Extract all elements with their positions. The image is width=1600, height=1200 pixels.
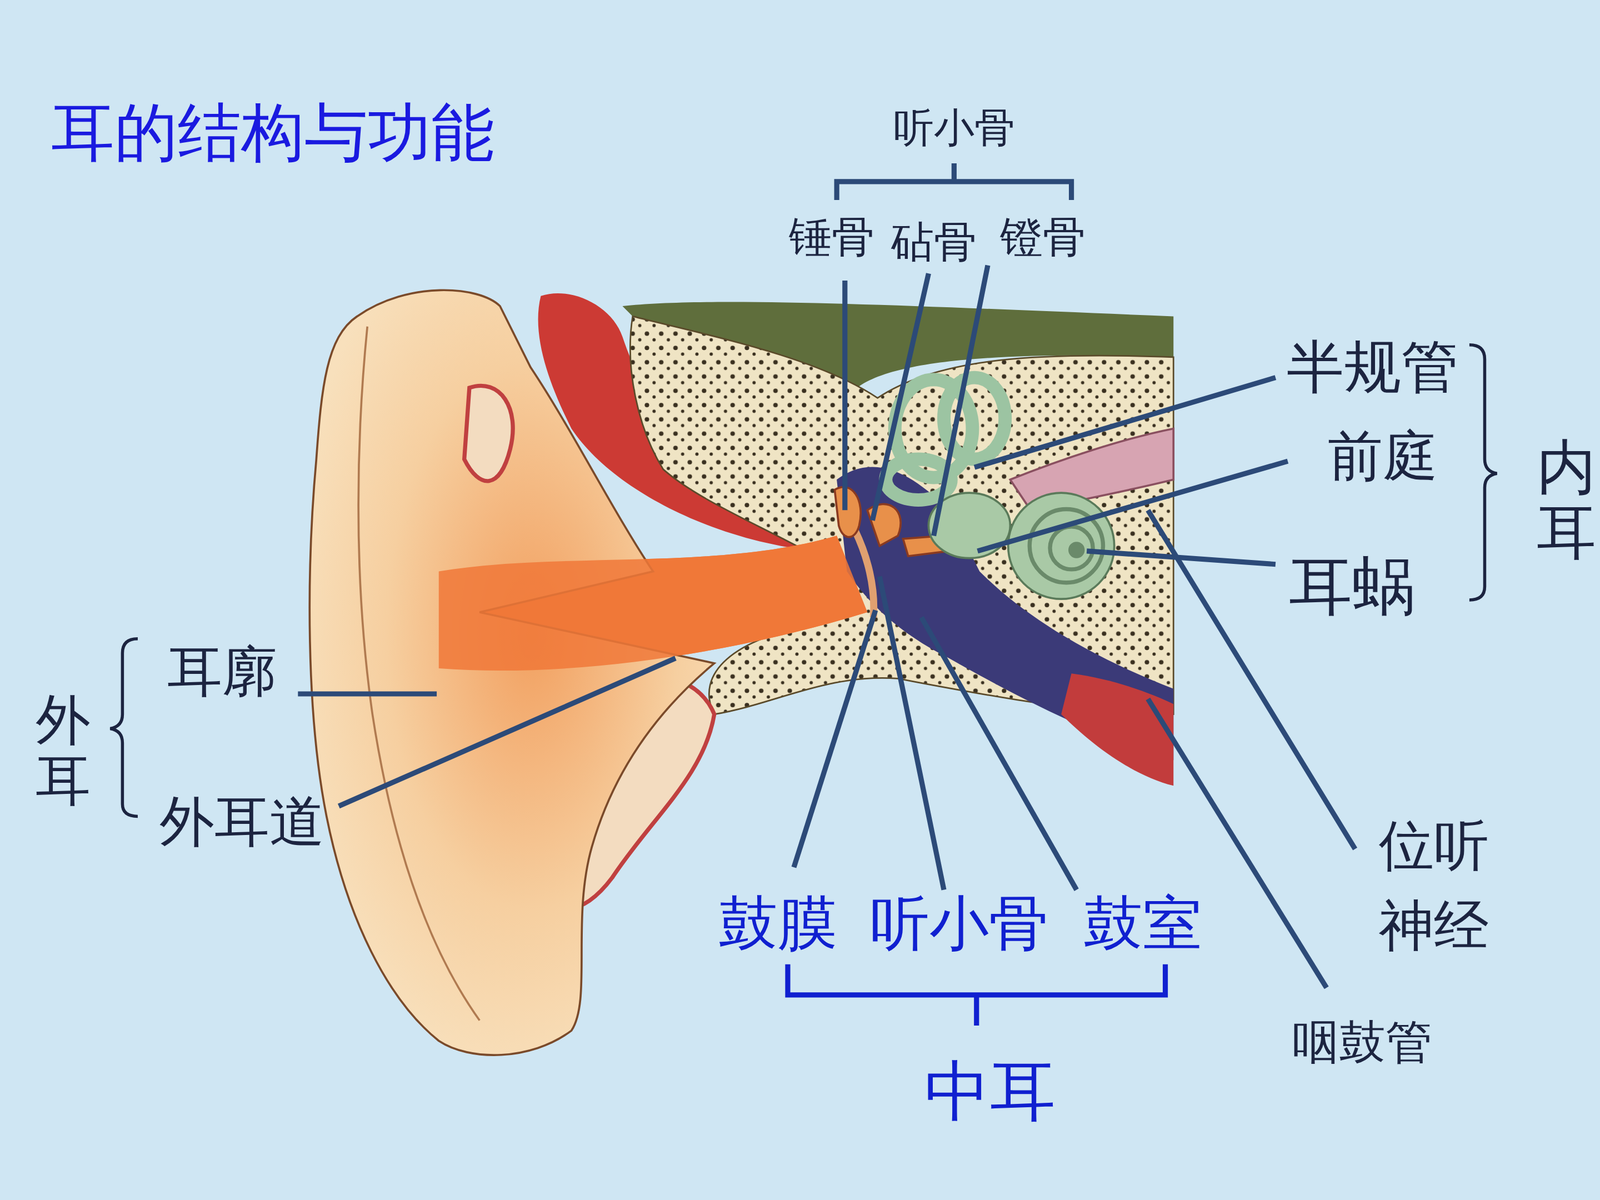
part-label: 砧骨 [891,217,977,267]
cartilage [464,385,513,481]
part-label: 咽鼓管 [1292,1016,1433,1070]
part-label: 半规管 [1286,334,1459,400]
part-label: 外耳道 [159,790,325,854]
part-label: 镫骨 [1000,212,1086,262]
group-label: 中耳 [924,1054,1056,1130]
title: 耳的结构与功能 [51,96,495,169]
part-label: 锤骨 [788,212,875,262]
auricle [309,290,714,1055]
leader-line [297,265,1355,988]
tube-muscle [1061,673,1174,786]
cochlea [1008,492,1115,599]
bracket [110,163,1497,1026]
helix-fold [358,326,480,1021]
canal-front [438,535,868,671]
group-label: 外耳 [35,689,91,811]
part-label: 鼓室 [1083,889,1203,958]
malleus [834,487,861,538]
part-label: 位听 神经 [1375,805,1492,966]
part-label: 耳廓 [167,640,278,704]
group-label: 内耳 [1536,435,1597,565]
group-label: 听小骨 [893,103,1015,151]
part-label: 耳蜗 [1288,550,1416,624]
part-label: 前庭 [1327,424,1438,488]
part-label: 鼓膜 [718,889,838,958]
nerve [1010,428,1174,510]
part-label: 听小骨 [870,889,1049,958]
